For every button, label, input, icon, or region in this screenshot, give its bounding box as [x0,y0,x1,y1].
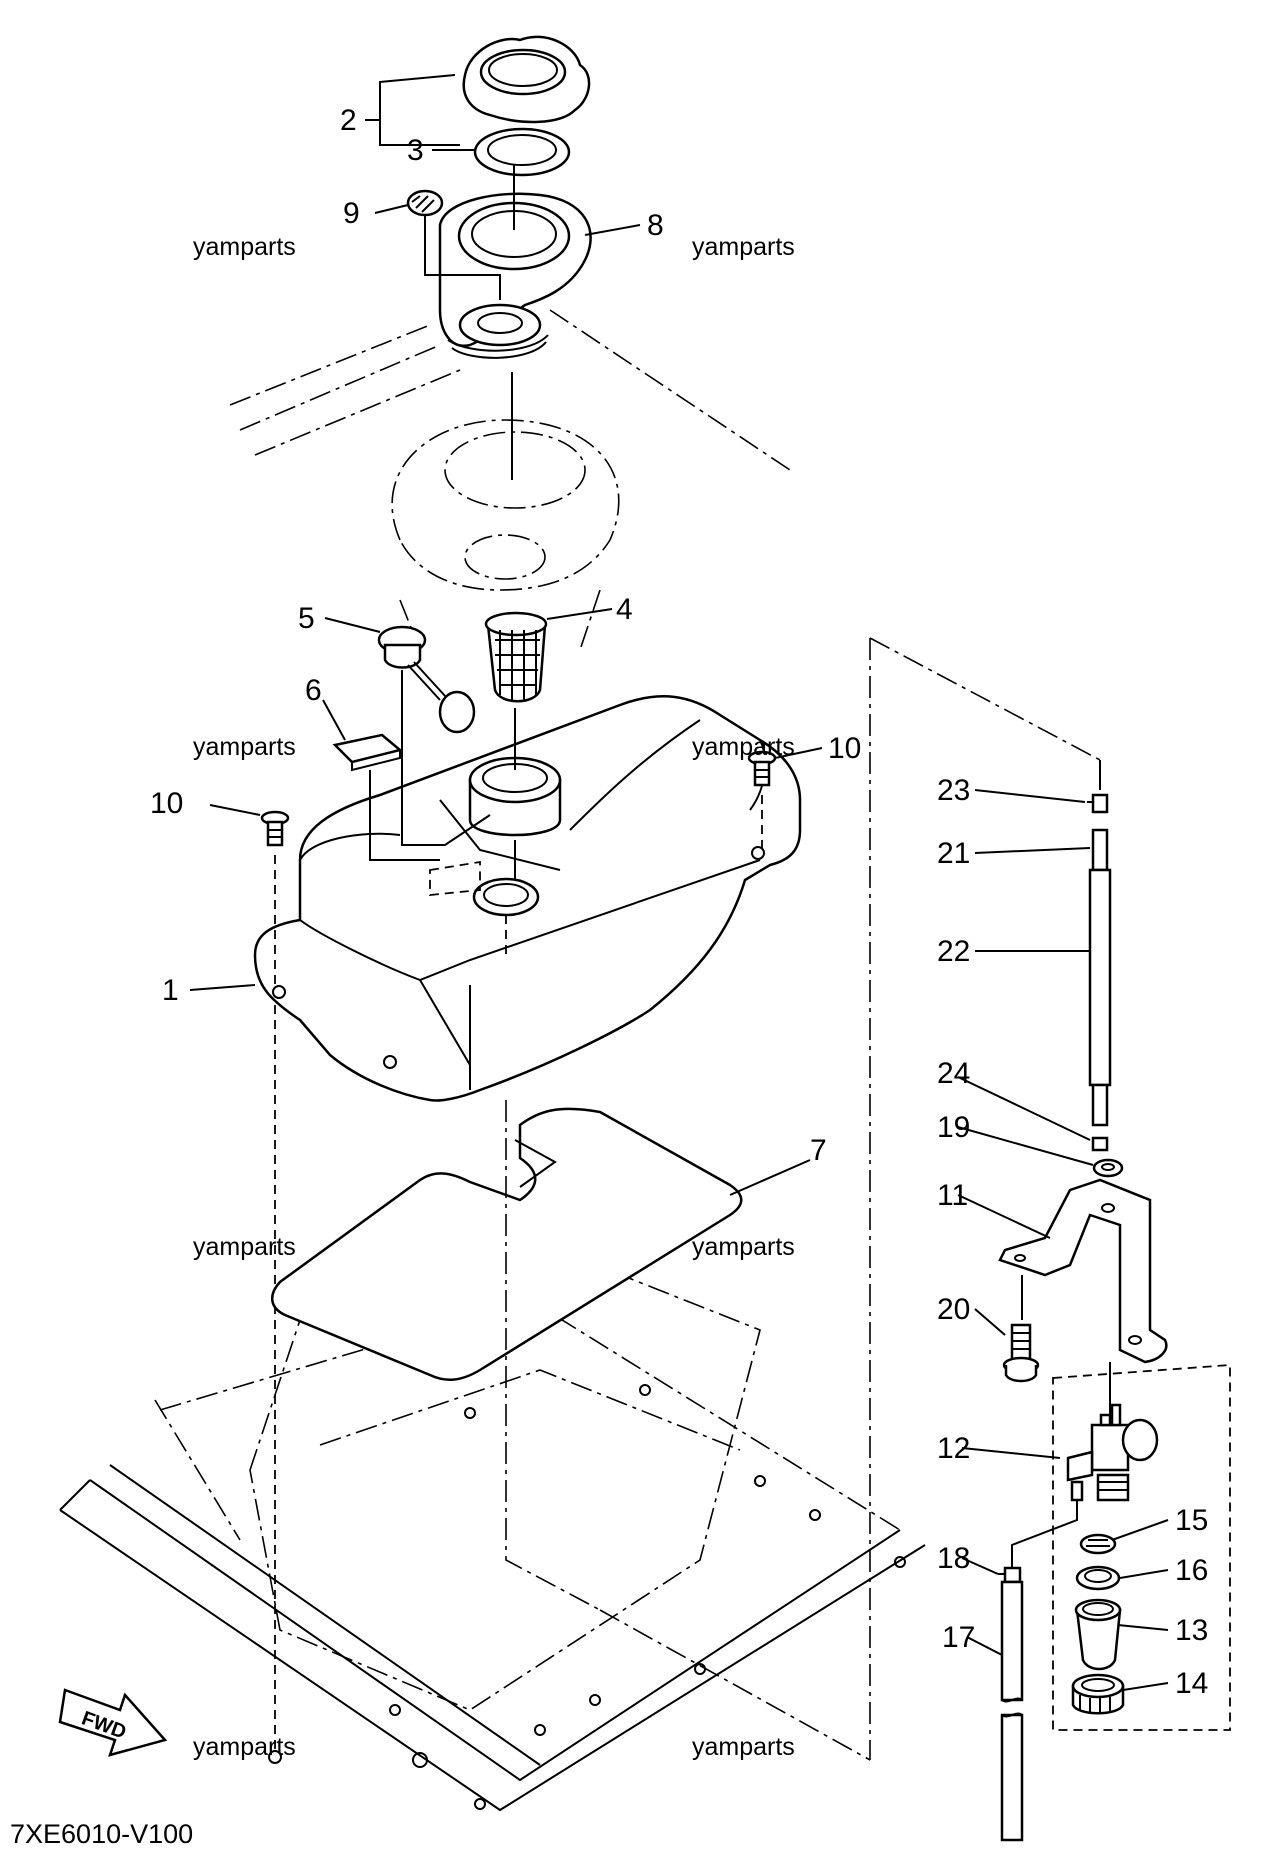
watermarks: yamparts yamparts yamparts yamparts yamp… [193,233,795,1761]
callout-17: 17 [942,1621,975,1654]
cap-gasket [473,127,571,177]
bracket-bolt [1002,1323,1040,1383]
fuel-cup [1074,1598,1122,1671]
filler-neck [468,756,562,837]
callout-21: 21 [937,837,970,870]
callout-9: 9 [343,197,360,230]
filler-plate [438,192,592,359]
fuel-hose-lower [1000,1580,1024,1842]
callout-22: 22 [937,935,970,968]
callout-6: 6 [305,674,322,707]
callout-12: 12 [937,1432,970,1465]
fuel-cock-group-box [1052,1364,1231,1731]
watermark: yamparts [193,733,296,761]
fuel-strainer [484,611,548,703]
fuel-cock-bracket [998,1178,1168,1364]
callout-18: 18 [937,1542,970,1575]
callout-13: 13 [1175,1614,1208,1647]
seal-disc [406,189,444,217]
callout-3: 3 [407,134,424,167]
drawing-code: 7XE6010-V100 [10,1819,193,1849]
hose-clip-lower [998,1566,1022,1584]
callout-10-left: 10 [150,787,183,820]
bolt-right [747,750,777,787]
fuel-gauge [377,625,491,846]
filler-cap [462,35,591,124]
callout-16: 16 [1175,1554,1208,1587]
bolt-left [260,810,290,847]
callouts: 2 3 9 8 5 4 6 10 10 1 7 23 21 22 24 19 1… [150,104,1208,1700]
watermark: yamparts [692,733,795,761]
body-panel-outline [229,309,791,651]
callout-20: 20 [937,1293,970,1326]
fuel-hose-assembly [1087,760,1124,1178]
callout-8: 8 [647,209,664,242]
callout-11: 11 [937,1179,968,1212]
cup-nut [1071,1673,1125,1715]
filter-screen [1079,1533,1117,1555]
callout-2: 2 [340,104,357,137]
watermark: yamparts [692,1233,795,1261]
callout-1: 1 [162,974,179,1007]
tank-mat [271,1107,743,1381]
watermark: yamparts [692,1733,795,1761]
forward-arrow-icon: FWD [58,1688,168,1757]
watermark: yamparts [193,1733,296,1761]
callout-10-right: 10 [828,732,861,765]
callout-23: 23 [937,774,970,807]
callout-24: 24 [937,1057,970,1090]
callout-14: 14 [1175,1667,1208,1700]
watermark: yamparts [692,233,795,261]
watermark: yamparts [193,233,296,261]
fuel-cock [1066,1403,1159,1502]
leader-lines [189,74,1169,1691]
callout-19: 19 [937,1111,970,1144]
callout-5: 5 [298,602,315,635]
watermark: yamparts [193,1233,296,1261]
callout-4: 4 [616,593,633,626]
o-ring [1075,1565,1121,1591]
callout-7: 7 [810,1134,827,1167]
fuel-tank [253,695,802,1102]
callout-15: 15 [1175,1504,1208,1537]
damper-pad [332,733,440,861]
